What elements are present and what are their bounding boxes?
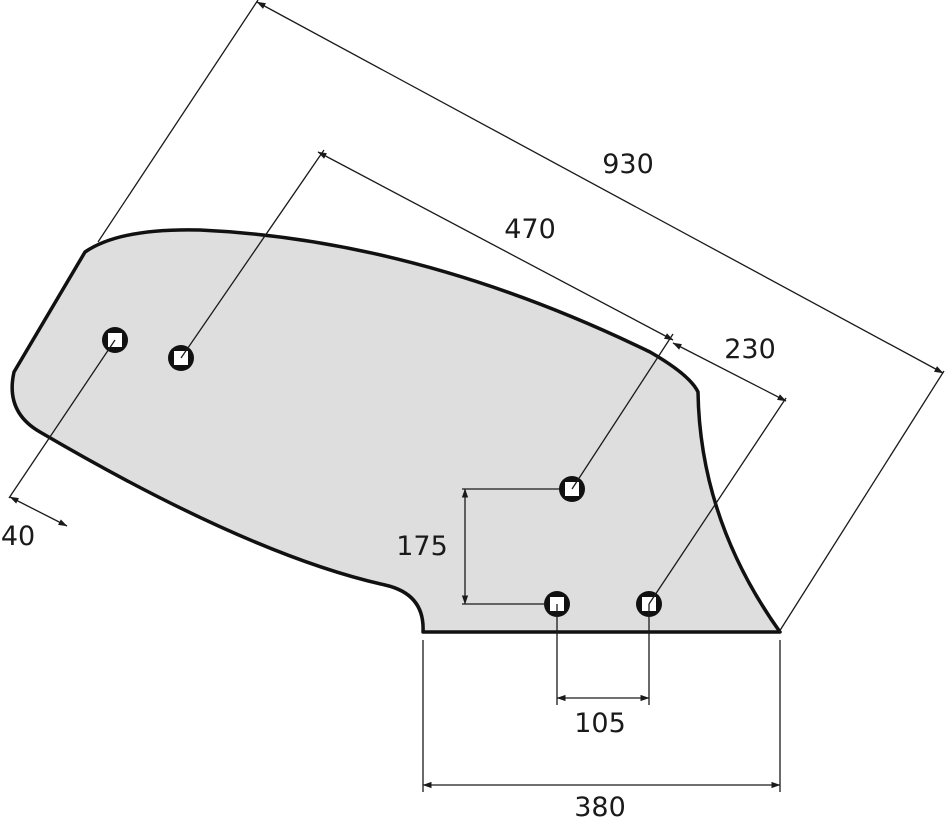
dimension-230: 230: [648, 334, 787, 605]
dimension-label: 380: [574, 792, 626, 820]
dimension-470: 470: [180, 149, 674, 490]
dimension-105: 105: [556, 604, 650, 739]
dimension-175: 175: [396, 488, 559, 605]
dimension-label: 175: [396, 531, 448, 562]
dimension-label: 470: [504, 214, 556, 245]
dimension-label: 930: [602, 149, 654, 180]
dimension-label: 105: [574, 708, 626, 739]
dimension-380: 380: [422, 640, 781, 820]
dimension-label: 230: [724, 334, 776, 365]
dimension-label: 40: [1, 521, 35, 552]
share-outline: [10, 228, 782, 634]
dimension-40: 40: [1, 339, 116, 552]
